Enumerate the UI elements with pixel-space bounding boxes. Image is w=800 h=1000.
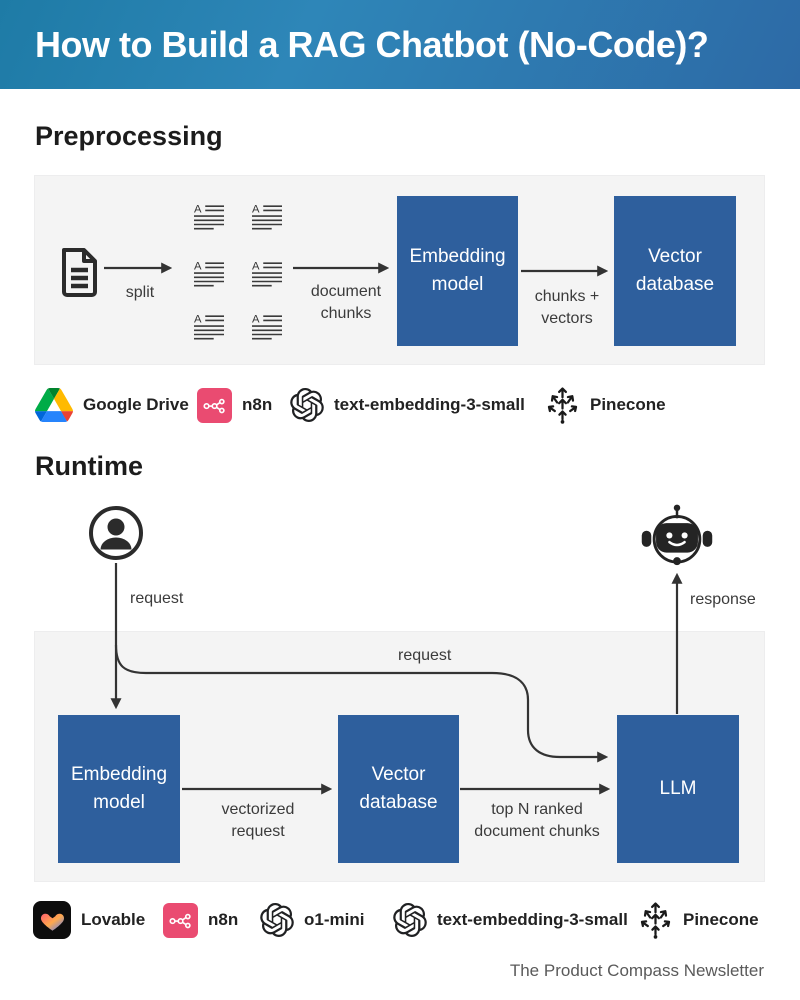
tool-label: Pinecone <box>590 395 666 414</box>
tool-label: o1-mini <box>304 910 365 929</box>
n8n-icon <box>197 387 232 423</box>
tool-label: Google Drive <box>83 395 189 414</box>
google-drive-icon <box>35 388 73 422</box>
pinecone-icon <box>545 386 580 424</box>
tool-google-drive: Google Drive <box>35 385 189 425</box>
tool-label: n8n <box>242 395 273 414</box>
runtime-heading: Runtime <box>35 451 143 481</box>
request-user-edge-label: request <box>130 590 184 607</box>
tool-lovable: Lovable <box>33 900 145 940</box>
chunks-vectors-edge-label: chunks + vectors <box>534 288 600 327</box>
tool-label: text-embedding-3-small <box>437 910 628 929</box>
tool-pinecone: Pinecone <box>638 900 759 940</box>
response-edge-label: response <box>690 591 756 608</box>
document-icon <box>57 245 101 299</box>
vectorized-request-edge-label: vectorized request <box>221 801 295 840</box>
tool-label: text-embedding-3-small <box>334 395 525 414</box>
chatbot-icon <box>637 503 717 566</box>
runtime-vector-database-node: Vector database <box>338 715 459 863</box>
preprocessing-embedding-model-node: Embedding model <box>397 196 518 346</box>
page-title: How to Build a RAG Chatbot (No-Code)? <box>35 23 709 65</box>
document-chunk-icon <box>192 202 226 232</box>
openai-icon <box>393 903 427 937</box>
document-chunk-icon <box>192 259 226 289</box>
header-banner: How to Build a RAG Chatbot (No-Code)? <box>0 0 800 89</box>
runtime-llm-node: LLM <box>617 715 739 863</box>
n8n-icon <box>163 902 198 938</box>
preprocessing-heading: Preprocessing <box>35 121 223 151</box>
top-n-ranked-edge-label: top N ranked document chunks <box>474 801 600 840</box>
tool-text-embedding: text-embedding-3-small <box>290 385 525 425</box>
document-chunk-icon <box>250 259 284 289</box>
footer-credit: The Product Compass Newsletter <box>509 961 764 980</box>
openai-icon <box>290 388 324 422</box>
tool-label: Pinecone <box>683 910 759 929</box>
lovable-icon <box>33 901 71 939</box>
document-chunk-icon <box>192 312 226 342</box>
document-chunk-icon <box>250 312 284 342</box>
openai-icon <box>260 903 294 937</box>
tool-n8n: n8n <box>163 900 238 940</box>
document-chunks-edge-label: document chunks <box>310 283 382 322</box>
preprocessing-vector-database-node: Vector database <box>614 196 736 346</box>
tool-label: n8n <box>208 910 239 929</box>
tool-text-embedding: text-embedding-3-small <box>393 900 628 940</box>
runtime-embedding-model-node: Embedding model <box>58 715 180 863</box>
tool-n8n: n8n <box>197 385 272 425</box>
tool-o1-mini: o1-mini <box>260 900 364 940</box>
pinecone-icon <box>638 901 673 939</box>
request-llm-edge-label: request <box>398 647 452 664</box>
document-chunk-icon <box>250 202 284 232</box>
user-icon <box>88 505 144 561</box>
tool-label: Lovable <box>81 910 146 929</box>
tool-pinecone: Pinecone <box>545 385 666 425</box>
split-edge-label: split <box>125 284 155 301</box>
